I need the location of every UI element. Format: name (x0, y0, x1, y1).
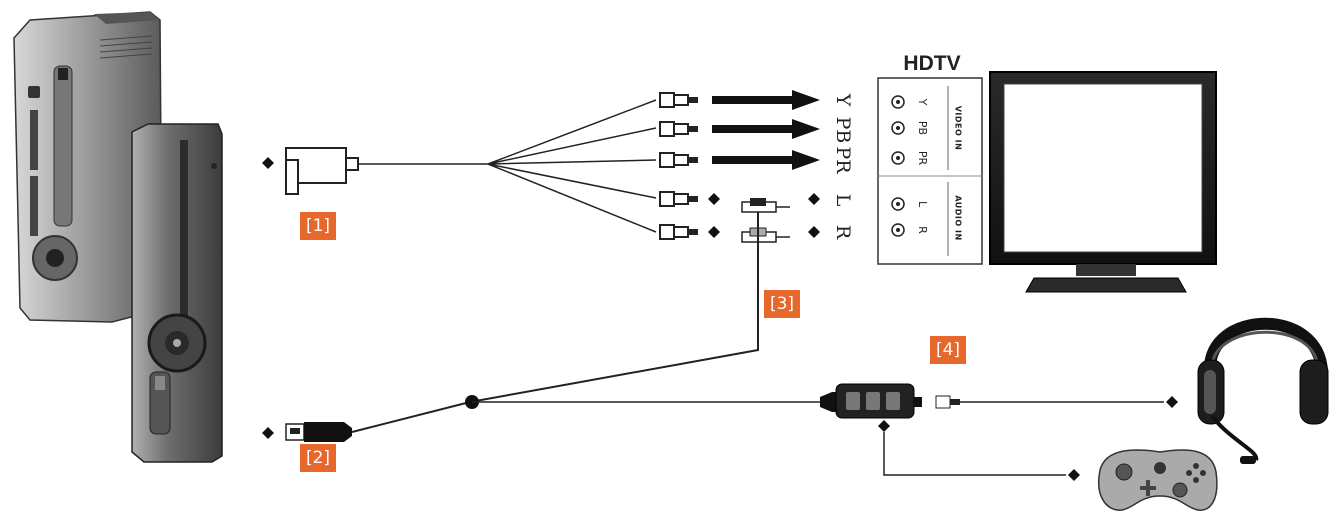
controller-icon (1097, 449, 1218, 511)
rca-plug-y (659, 92, 698, 108)
panel-label-pr: PR (916, 151, 929, 166)
headset-port-diamond-icon (1166, 396, 1178, 408)
arrow-right-icon (712, 150, 820, 170)
port-diamond-icon (808, 193, 820, 205)
inline-amp-controller (820, 383, 1178, 481)
callout-3: [3] (764, 290, 800, 318)
signal-label-r: R (832, 225, 854, 240)
hdtv-icon (989, 71, 1217, 293)
component-port-diamond-icon (262, 157, 274, 169)
signal-label-pb: PB (832, 117, 854, 144)
callout-4: [4] (930, 336, 966, 364)
component-av-cable (262, 99, 657, 233)
usb-port-diamond-icon (262, 427, 274, 439)
rca-plug-r (659, 224, 720, 240)
rca-jack-icon (891, 197, 905, 211)
usb-cable (262, 395, 820, 442)
signal-label-y: Y (832, 93, 854, 107)
port-diamond-icon (808, 226, 820, 238)
signal-label-pr: PR (832, 146, 854, 174)
panel-label-y: Y (916, 98, 929, 106)
controller-port-diamond-icon (878, 420, 890, 432)
video-in-label: VIDEO IN (954, 106, 963, 151)
audio-in-label: AUDIO IN (954, 195, 963, 240)
video-arrows (712, 90, 820, 170)
panel-label-l: L (916, 201, 929, 208)
tv-input-signal-labels: Y PB PR L R (832, 93, 854, 240)
hdtv-input-panel: HDTV VIDEO IN AUDIO IN Y PB PR L R (877, 52, 983, 265)
arrow-right-icon (712, 119, 820, 139)
audio-splitter-cable (469, 193, 820, 403)
svg-text:[2]: [2] (306, 448, 330, 468)
arrow-right-icon (712, 90, 820, 110)
svg-text:[3]: [3] (770, 294, 794, 314)
rca-plug-pb (659, 121, 698, 137)
rca-jack-icon (891, 223, 905, 237)
panel-label-pb: PB (916, 121, 929, 135)
panel-label-r: R (916, 226, 929, 234)
rca-plugs (659, 92, 720, 240)
svg-text:[4]: [4] (936, 340, 960, 360)
rca-jack-icon (891, 151, 905, 165)
callout-1: [1] (300, 212, 336, 240)
signal-label-l: L (832, 194, 854, 207)
xbox-slim-console-icon (131, 123, 223, 463)
rca-plug-l (659, 191, 720, 207)
svg-text:[1]: [1] (306, 216, 330, 236)
headset-icon (1197, 317, 1329, 464)
callout-2: [2] (300, 444, 336, 472)
rca-jack-icon (891, 121, 905, 135)
rca-jack-icon (891, 95, 905, 109)
tv-title: HDTV (903, 52, 960, 75)
xbox-original-console-icon (13, 11, 163, 323)
rca-plug-pr (659, 152, 698, 168)
